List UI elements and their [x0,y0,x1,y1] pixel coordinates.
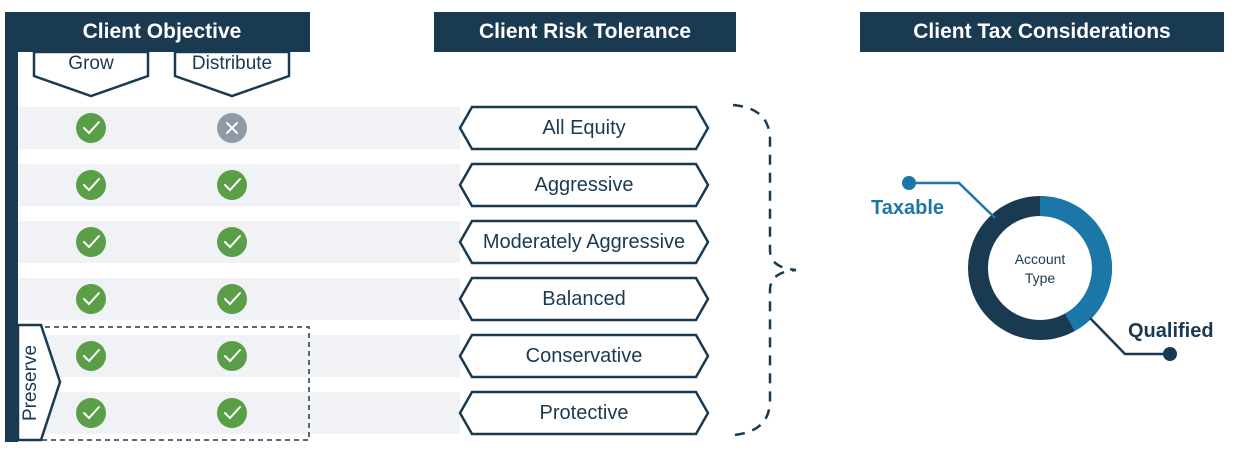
grow-tag-shape [32,50,150,98]
check-mark [83,235,100,249]
cross-mark [226,122,238,134]
qualified-leader-dot [1163,347,1177,361]
risk-level-aggressive: Aggressive [534,173,634,196]
preserve-dashed-region [17,326,310,441]
check-mark [83,292,100,306]
client-tax-considerations-header: Client Tax Considerations [860,12,1224,52]
preserve-tag-shape [16,323,62,442]
check-icon [76,284,106,314]
check-mark [224,178,241,192]
check-icon [76,113,106,143]
qualified-leader-line [1089,317,1170,356]
risk-level-all-equity: All Equity [542,116,626,139]
client-risk-tolerance-header: Client Risk Tolerance [434,12,736,52]
check-icon [217,227,247,257]
risk-level-moderately-aggressive: Moderately Aggressive [482,230,686,253]
check-mark [83,349,100,363]
check-mark [224,349,241,363]
check-mark [224,292,241,306]
client-objective-header: Client Objective [14,12,310,52]
taxable-leader-dot [902,176,916,190]
check-mark [224,406,241,420]
check-icon [217,341,247,371]
check-icon [76,170,106,200]
check-icon [217,284,247,314]
taxable-leader-line [909,181,996,219]
check-icon [76,341,106,371]
risk-box-shape [458,390,710,436]
risk-box-shape [458,276,710,322]
risk-box-shape [458,105,710,151]
check-mark [224,235,241,249]
check-icon [76,398,106,428]
risk-box-shape [458,219,710,265]
objective-left-bar [5,12,18,442]
curly-brace [732,103,797,437]
risk-level-balanced: Balanced [542,287,626,310]
check-mark [83,178,100,192]
risk-level-conservative: Conservative [525,344,643,367]
check-icon [76,227,106,257]
risk-box-shape [458,333,710,379]
grow-label: Grow [68,53,114,74]
risk-level-protective: Protective [539,401,629,424]
donut-taxable-segment [968,196,1112,340]
distribute-tag-shape [173,50,291,98]
check-icon [217,170,247,200]
check-mark [83,121,100,135]
check-mark [83,406,100,420]
risk-box-shape [458,162,710,208]
account-type-label: Account Type [1014,251,1066,286]
qualified-label: Qualified [1128,320,1214,342]
taxable-label: Taxable [871,197,944,219]
status-icons [76,113,247,428]
check-icon [217,398,247,428]
distribute-label: Distribute [191,53,273,74]
preserve-label: Preserve [20,344,41,422]
